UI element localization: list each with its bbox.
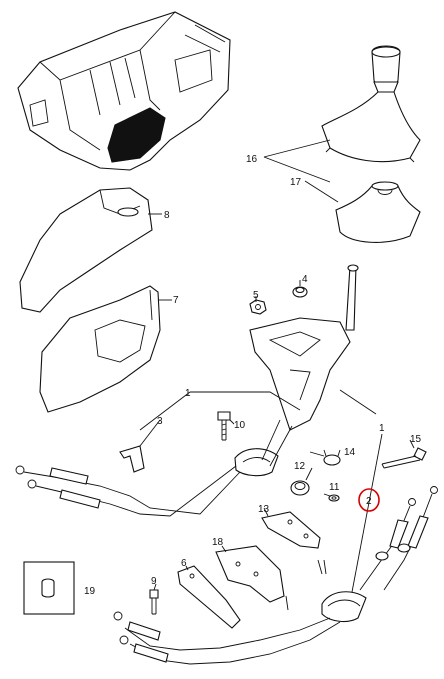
callout-19: 19 <box>84 586 96 597</box>
callout-5: 5 <box>253 290 259 301</box>
highlight-ring-callout-2 <box>358 488 380 512</box>
gear-boot-lower <box>335 181 421 243</box>
callout-6: 6 <box>181 558 187 569</box>
callout-3: 3 <box>157 416 163 427</box>
callout-10: 10 <box>234 420 246 431</box>
callout-16: 16 <box>246 154 258 165</box>
callout-labels: 16 17 8 7 4 5 1 3 10 1 15 14 12 11 13 18… <box>84 154 422 597</box>
callout-2: 2 <box>366 496 372 507</box>
callout-15: 15 <box>410 434 422 445</box>
console-cover-lower <box>39 285 161 413</box>
gear-knob-boot <box>321 45 421 163</box>
bolt-part-9 <box>149 589 159 615</box>
bracket-part-6 <box>177 565 241 629</box>
callout-18: 18 <box>212 537 224 548</box>
callout-1-left: 1 <box>185 388 191 399</box>
leader-lines <box>139 139 415 593</box>
nut-part-5 <box>249 299 267 315</box>
callout-1-right: 1 <box>379 423 385 434</box>
inset-box-19 <box>23 561 75 615</box>
cable-set-upper <box>15 465 241 517</box>
callout-11: 11 <box>329 482 340 493</box>
console-cover-upper <box>19 187 153 313</box>
callout-17: 17 <box>290 177 302 188</box>
dashboard-illustration <box>17 11 231 171</box>
clip-part-14 <box>323 449 341 466</box>
bracket-part-13 <box>261 511 327 575</box>
bolt-part-15 <box>381 447 427 469</box>
callout-4: 4 <box>302 274 308 285</box>
callout-12: 12 <box>294 461 306 472</box>
grommet-part-12 <box>290 480 310 496</box>
washer-part-11 <box>328 494 340 502</box>
callout-8: 8 <box>164 210 170 221</box>
callout-13: 13 <box>258 504 270 515</box>
callout-14: 14 <box>344 447 356 458</box>
callout-7: 7 <box>173 295 179 306</box>
shift-mechanism-assembly <box>234 264 359 477</box>
bolt-part-10 <box>217 411 231 441</box>
callout-9: 9 <box>151 576 157 587</box>
cable-set-lower <box>113 486 438 665</box>
bracket-part-3 <box>119 445 145 473</box>
bushing-part-4 <box>292 286 308 298</box>
bracket-part-18 <box>215 545 289 611</box>
